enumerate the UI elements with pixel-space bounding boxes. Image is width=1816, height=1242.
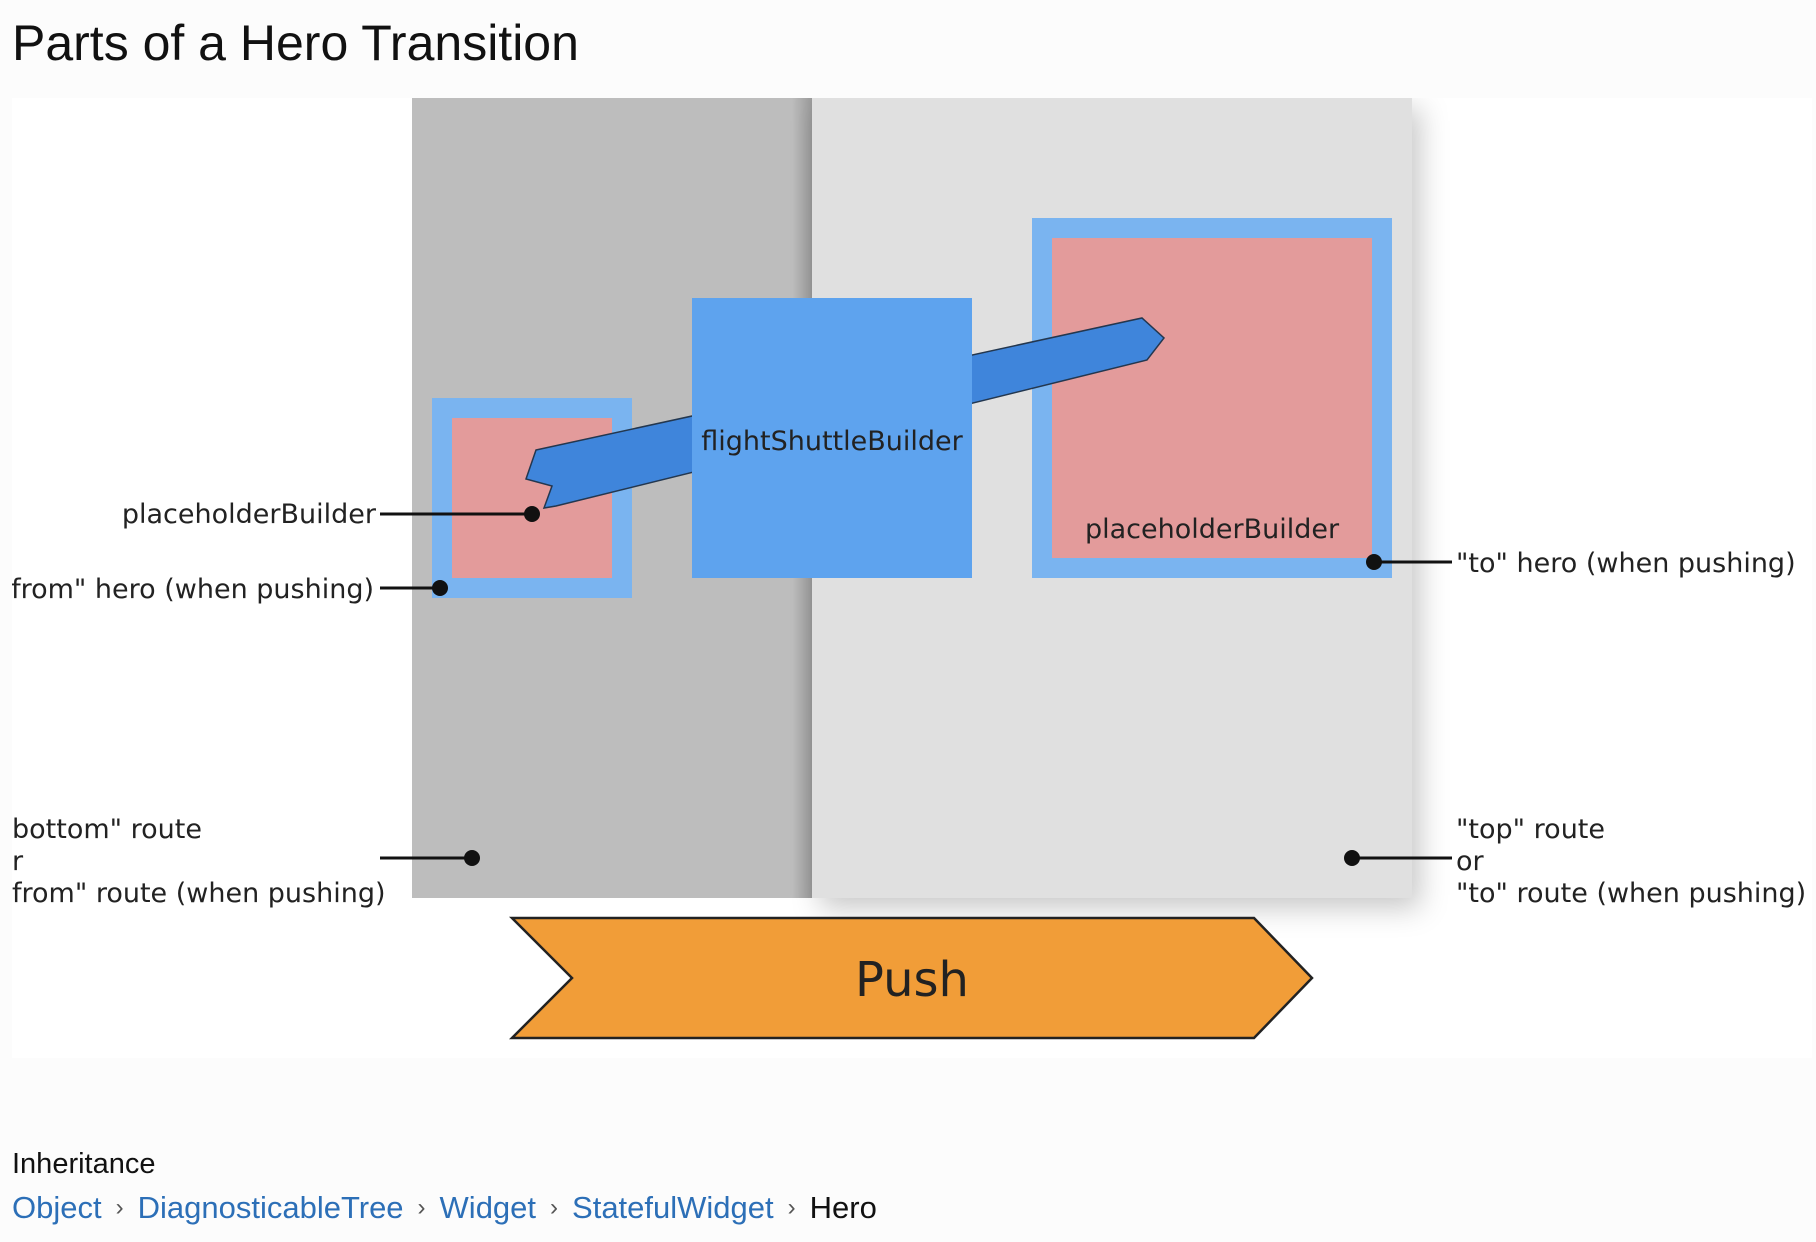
bottom-route-label-line2: r <box>12 846 24 877</box>
breadcrumb-item-object[interactable]: Object <box>12 1190 102 1225</box>
chevron-right-icon: › <box>787 1194 796 1221</box>
bottom-route-label-line3: from" route (when pushing) <box>12 878 386 909</box>
chevron-right-icon: › <box>115 1194 124 1221</box>
top-route-label-line3: "to" route (when pushing) <box>1456 878 1806 909</box>
placeholder-left-dot <box>524 506 540 522</box>
breadcrumb-item-widget[interactable]: Widget <box>439 1190 537 1225</box>
inheritance-breadcrumb: Object › DiagnosticableTree › Widget › Statefu… <box>12 1190 877 1226</box>
hero-transition-diagram: flightShuttleBuilder placeholderBuilder … <box>12 98 1812 1058</box>
from-hero-dot <box>432 580 448 596</box>
top-route-label-line2: or <box>1456 846 1485 877</box>
chevron-right-icon: › <box>417 1194 426 1221</box>
placeholder-label-right: placeholderBuilder <box>1085 514 1340 545</box>
from-hero-label: "from" hero (when pushing) <box>12 574 374 605</box>
flight-shuttle-box <box>692 298 972 578</box>
top-route-label-line1: "top" route <box>1456 814 1605 845</box>
top-route-dot <box>1344 850 1360 866</box>
page-title: Parts of a Hero Transition <box>12 15 579 71</box>
inheritance-heading: Inheritance <box>12 1148 156 1180</box>
flight-shuttle-label: flightShuttleBuilder <box>701 426 963 457</box>
to-hero-dot <box>1366 554 1382 570</box>
breadcrumb-item-hero: Hero <box>809 1190 877 1225</box>
bottom-route-dot <box>464 850 480 866</box>
breadcrumb-item-statefulwidget[interactable]: StatefulWidget <box>572 1190 774 1225</box>
push-label: Push <box>855 952 969 1008</box>
bottom-route-label-line1: bottom" route <box>12 814 202 845</box>
to-placeholder-box <box>1052 238 1372 558</box>
to-hero-label: "to" hero (when pushing) <box>1456 548 1796 579</box>
push-chevron <box>508 916 1314 1040</box>
placeholder-label-left: placeholderBuilder <box>122 499 377 530</box>
breadcrumb-item-diagnosticabletree[interactable]: DiagnosticableTree <box>137 1190 404 1225</box>
chevron-right-icon: › <box>550 1194 559 1221</box>
